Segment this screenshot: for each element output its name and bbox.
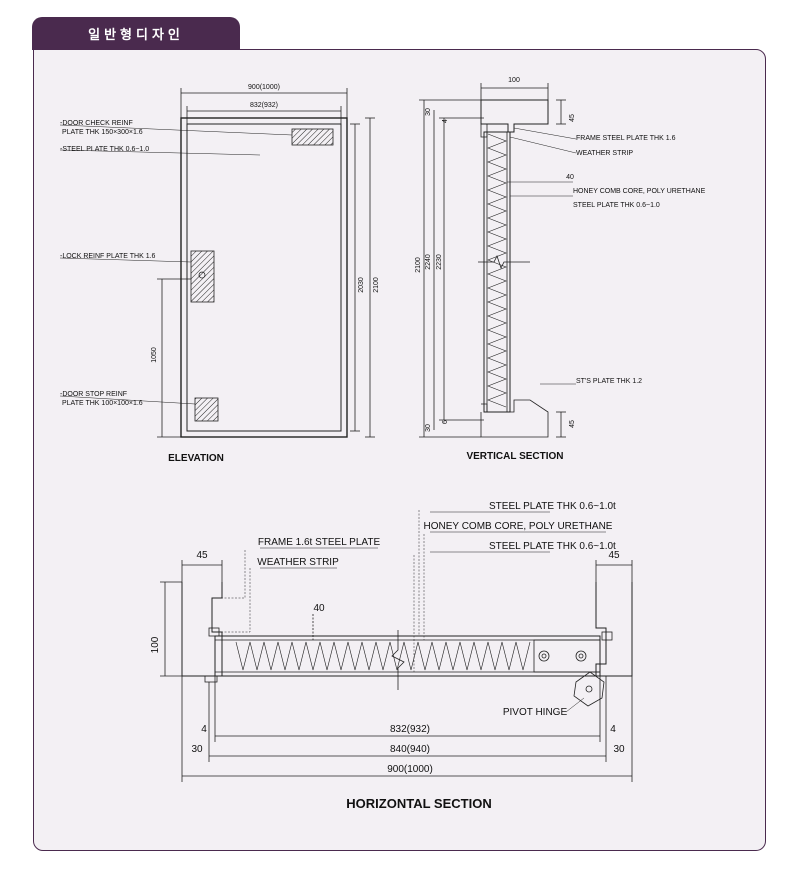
- hs-label-weather: WEATHER STRIP: [257, 557, 339, 568]
- door-check-reinf-plate: [291, 128, 334, 146]
- vs-dim-bot-45: 45: [569, 420, 576, 428]
- vertical-core-zigzag: [487, 133, 507, 408]
- dim-leaf-width: 832(932): [250, 102, 278, 109]
- dim-lock-height: 1050: [151, 347, 158, 363]
- hs-dim-depth-100: 100: [150, 636, 161, 653]
- vs-label-core: HONEY COMB CORE, POLY URETHANE: [573, 188, 706, 195]
- dim-height-outer: 2100: [373, 277, 380, 293]
- lock-reinf-plate: [190, 250, 215, 303]
- hs-label-pivot: PIVOT HINGE: [503, 707, 568, 718]
- vs-dim-top-30: 30: [425, 108, 432, 116]
- vs-dim-bot-6: 6: [442, 420, 449, 424]
- label-door-stop-1: -DOOR STOP REINF: [60, 391, 127, 398]
- label-door-check-2: PLATE THK 150×300×1.6: [62, 129, 143, 136]
- hs-label-steel-top: STEEL PLATE THK 0.6~1.0t: [489, 501, 616, 512]
- vs-label-steel: STEEL PLATE THK 0.6~1.0: [573, 202, 660, 209]
- label-door-stop-2: PLATE THK 100×100×1.6: [62, 400, 143, 407]
- vertical-section-title: VERTICAL SECTION: [466, 451, 563, 462]
- dim-overall-width: 900(1000): [248, 84, 280, 91]
- hs-dim-left-45: 45: [196, 550, 208, 561]
- hs-dim-left-4: 4: [201, 724, 207, 735]
- label-steel-plate: -STEEL PLATE THK 0.6~1.0: [60, 146, 149, 153]
- hs-dim-right-45: 45: [608, 550, 620, 561]
- vertical-section-view: [419, 83, 577, 438]
- vs-dim-core-40: 40: [566, 174, 574, 181]
- hs-dim-right-4: 4: [610, 724, 616, 735]
- drawing-panel: [33, 49, 766, 851]
- hs-dim-right-30: 30: [613, 744, 625, 755]
- hs-dim-900: 900(1000): [387, 764, 433, 775]
- hs-label-core: HONEY COMB CORE, POLY URETHANE: [424, 521, 613, 532]
- vs-dim-h-2230: 2230: [436, 254, 443, 270]
- horizontal-core-zigzag: [235, 641, 531, 671]
- vs-dim-top-width: 100: [508, 77, 520, 84]
- hs-dim-left-30: 30: [191, 744, 203, 755]
- label-lock-reinf: -LOCK REINF PLATE THK 1.6: [60, 253, 156, 260]
- horizontal-section-view: [160, 510, 633, 782]
- dim-height-inner: 2030: [358, 277, 365, 293]
- vs-label-frame: FRAME STEEL PLATE THK 1.6: [576, 135, 676, 142]
- vs-dim-top-45: 45: [569, 114, 576, 122]
- vs-label-weather: WEATHER STRIP: [576, 150, 633, 157]
- hs-dim-840: 840(940): [390, 744, 430, 755]
- hs-dim-core-40: 40: [313, 603, 325, 614]
- hs-label-steel-bottom: STEEL PLATE THK 0.6~1.0t: [489, 541, 616, 552]
- vertical-section-labels: 100 30 4 45 40 2100 2240 2230 30 6 45 FR…: [415, 77, 706, 462]
- hs-label-frame: FRAME 1.6t STEEL PLATE: [258, 537, 381, 548]
- elevation-title: ELEVATION: [168, 453, 224, 464]
- label-door-check-1: -DOOR CHECK REINF: [60, 120, 133, 127]
- vs-dim-h-2100: 2100: [415, 257, 422, 273]
- hs-dim-832: 832(932): [390, 724, 430, 735]
- vertical-section-core-pattern: [487, 133, 507, 408]
- horizontal-section-title: HORIZONTAL SECTION: [346, 796, 491, 811]
- door-stop-reinf-plate: [194, 397, 219, 422]
- horizontal-section-core-pattern: [235, 641, 531, 671]
- elevation-labels: 900(1000) 832(932) 2030 2100 1050 -DOOR …: [60, 84, 380, 464]
- horizontal-section-labels: STEEL PLATE THK 0.6~1.0t HONEY COMB CORE…: [150, 501, 625, 811]
- vs-dim-h-2240: 2240: [425, 254, 432, 270]
- vs-label-sts: ST'S PLATE THK 1.2: [576, 378, 642, 385]
- section-tab-title: 일반형디자인: [32, 17, 240, 50]
- elevation-view: [59, 88, 375, 438]
- vs-dim-bot-30: 30: [425, 424, 432, 432]
- vs-dim-top-4: 4: [442, 119, 449, 123]
